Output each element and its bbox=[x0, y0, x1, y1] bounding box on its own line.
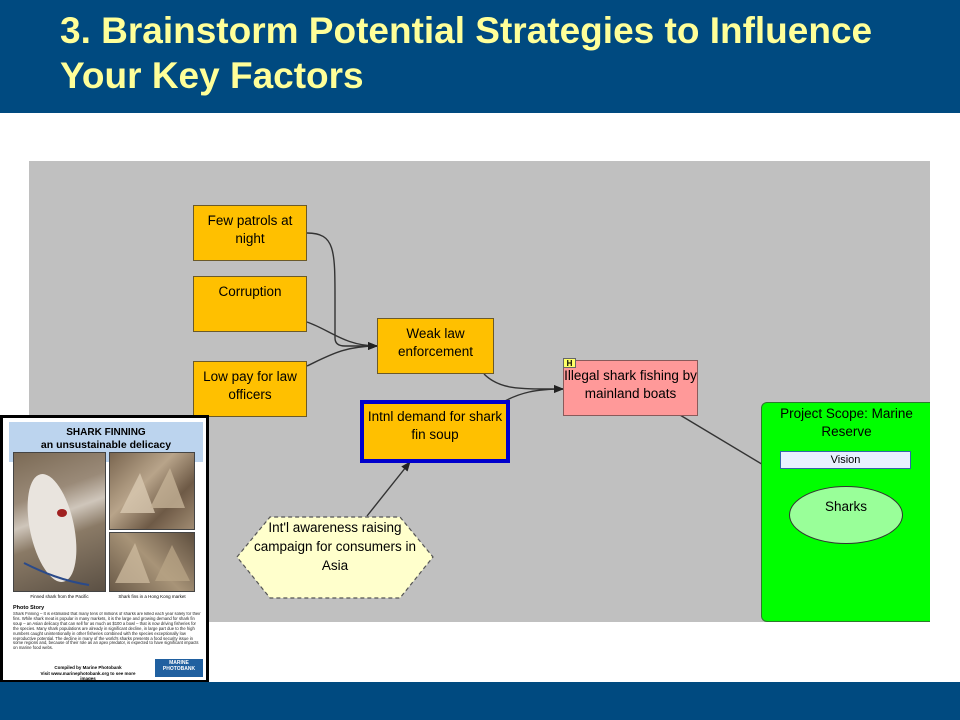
factor-intnl-demand-label: Intnl demand for shark fin soup bbox=[367, 409, 503, 442]
poster-credit: Compiled by Marine Photobank Visit www.m… bbox=[33, 665, 143, 682]
factor-low-pay[interactable]: Low pay for law officers bbox=[193, 361, 307, 417]
caption-finned-shark: Finned shark from the Pacific bbox=[30, 594, 89, 599]
threat-label: Illegal shark fishing by mainland boats bbox=[564, 368, 697, 401]
shark-finning-poster: SHARK FINNING an unsustainable delicacy … bbox=[0, 415, 209, 683]
factor-corruption-label: Corruption bbox=[218, 284, 282, 299]
poster-credit-line1: Compiled by Marine Photobank bbox=[54, 665, 122, 670]
poster-subtitle: an unsustainable delicacy bbox=[40, 439, 172, 451]
factor-intnl-demand[interactable]: Intnl demand for shark fin soup bbox=[360, 400, 510, 463]
logo-line2: PHOTOBANK bbox=[162, 666, 196, 672]
shark-silhouette-icon bbox=[23, 474, 90, 586]
factor-weak-law-label: Weak law enforcement bbox=[397, 326, 474, 359]
target-sharks[interactable]: Sharks bbox=[789, 486, 903, 544]
logo-line1: MARINE bbox=[169, 660, 189, 666]
poster-credit-line2: Visit www.marinephotobank.org to see mor… bbox=[40, 670, 136, 682]
slide-header: 3. Brainstorm Potential Strategies to In… bbox=[0, 0, 960, 113]
factor-low-pay-label: Low pay for law officers bbox=[203, 369, 297, 402]
slide-title: 3. Brainstorm Potential Strategies to In… bbox=[60, 10, 873, 96]
factor-corruption[interactable]: Corruption bbox=[193, 276, 307, 332]
threat-illegal-fishing[interactable]: Illegal shark fishing by mainland boats bbox=[563, 360, 698, 416]
marine-photobank-logo: MARINE PHOTOBANK bbox=[155, 659, 203, 677]
photo-finned-shark bbox=[13, 452, 106, 592]
threat-rank-badge: H bbox=[563, 358, 576, 368]
factor-few-patrols[interactable]: Few patrols at night bbox=[193, 205, 307, 261]
factor-few-patrols-label: Few patrols at night bbox=[207, 213, 293, 246]
vision-box[interactable]: Vision bbox=[780, 451, 911, 469]
factor-weak-law-enforcement[interactable]: Weak law enforcement bbox=[377, 318, 494, 374]
caption-shark-fins: Shark fins in a Hong Kong market bbox=[118, 594, 186, 599]
poster-story-heading: Photo Story bbox=[13, 605, 45, 611]
project-scope-title: Project Scope: Marine Reserve bbox=[780, 406, 913, 439]
slide-footer bbox=[0, 682, 960, 720]
shark-fin-icon bbox=[120, 468, 185, 513]
poster-story-text: Shark Finning – It is estimated that man… bbox=[13, 612, 201, 651]
shark-fin-icon-2 bbox=[115, 543, 190, 583]
photo-shark-fins-top bbox=[109, 452, 195, 530]
poster-title: SHARK FINNING bbox=[66, 427, 146, 438]
strategy-awareness-campaign[interactable]: Int'l awareness raising campaign for con… bbox=[253, 520, 417, 573]
photo-shark-fins-bottom bbox=[109, 532, 195, 592]
